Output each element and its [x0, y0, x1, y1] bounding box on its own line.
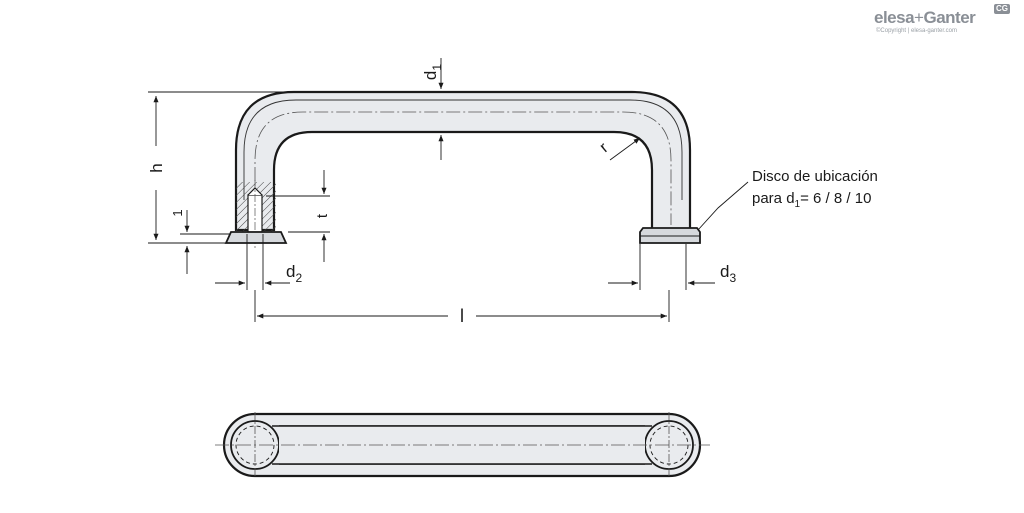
logo-badge: CG — [994, 4, 1010, 14]
label-one: 1 — [170, 209, 185, 216]
dimensions — [148, 58, 749, 322]
callout-line2: para d1= 6 / 8 / 10 — [752, 190, 871, 210]
handle-centerline — [254, 111, 672, 225]
label-r: r — [597, 139, 613, 156]
logo-copyright: ©Copyright | elesa-ganter.com — [876, 28, 958, 34]
label-d2: d2 — [286, 262, 302, 285]
label-h: h — [147, 163, 166, 172]
label-d1: d1 — [421, 64, 444, 80]
label-t: t — [314, 213, 331, 218]
logo-partner: Ganter — [923, 8, 976, 27]
logo-brand: elesa — [874, 8, 915, 27]
left-base-disc — [224, 231, 288, 244]
svg-text:d1: d1 — [421, 64, 444, 80]
label-l: l — [460, 306, 464, 326]
elesa-ganter-logo: elesa+Ganter CG ©Copyright | elesa-gante… — [860, 4, 1010, 38]
front-view — [224, 90, 701, 250]
label-d3: d3 — [720, 262, 736, 285]
logo-plus: + — [914, 8, 924, 27]
dimension-labels: h 1 t d1 d2 d3 l r Disco de ubicación pa… — [147, 64, 878, 326]
top-view — [215, 412, 710, 478]
callout-line1: Disco de ubicación — [752, 168, 878, 185]
logo-wordmark: elesa+Ganter — [874, 8, 976, 28]
handle-inner-line — [243, 99, 683, 200]
handle-body — [234, 90, 692, 232]
